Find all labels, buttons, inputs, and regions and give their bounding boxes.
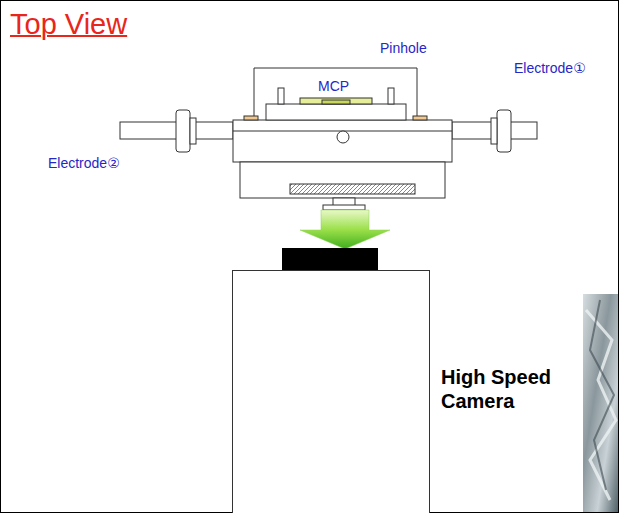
view-title: Top View <box>10 8 127 41</box>
electrode-label: Electrode① <box>514 60 586 76</box>
chamber-body <box>233 120 452 210</box>
camera-label: High Speed Camera <box>441 365 561 413</box>
pinhole-housing <box>244 68 427 120</box>
electrode-label: Electrode② <box>48 155 120 171</box>
camera-lens <box>282 248 378 270</box>
pinhole-label: Pinhole <box>380 40 427 56</box>
photo-fragment <box>583 294 618 512</box>
view-arrow <box>300 210 390 249</box>
mcp-label: MCP <box>318 78 349 94</box>
camera-box: High Speed Camera <box>232 270 430 513</box>
